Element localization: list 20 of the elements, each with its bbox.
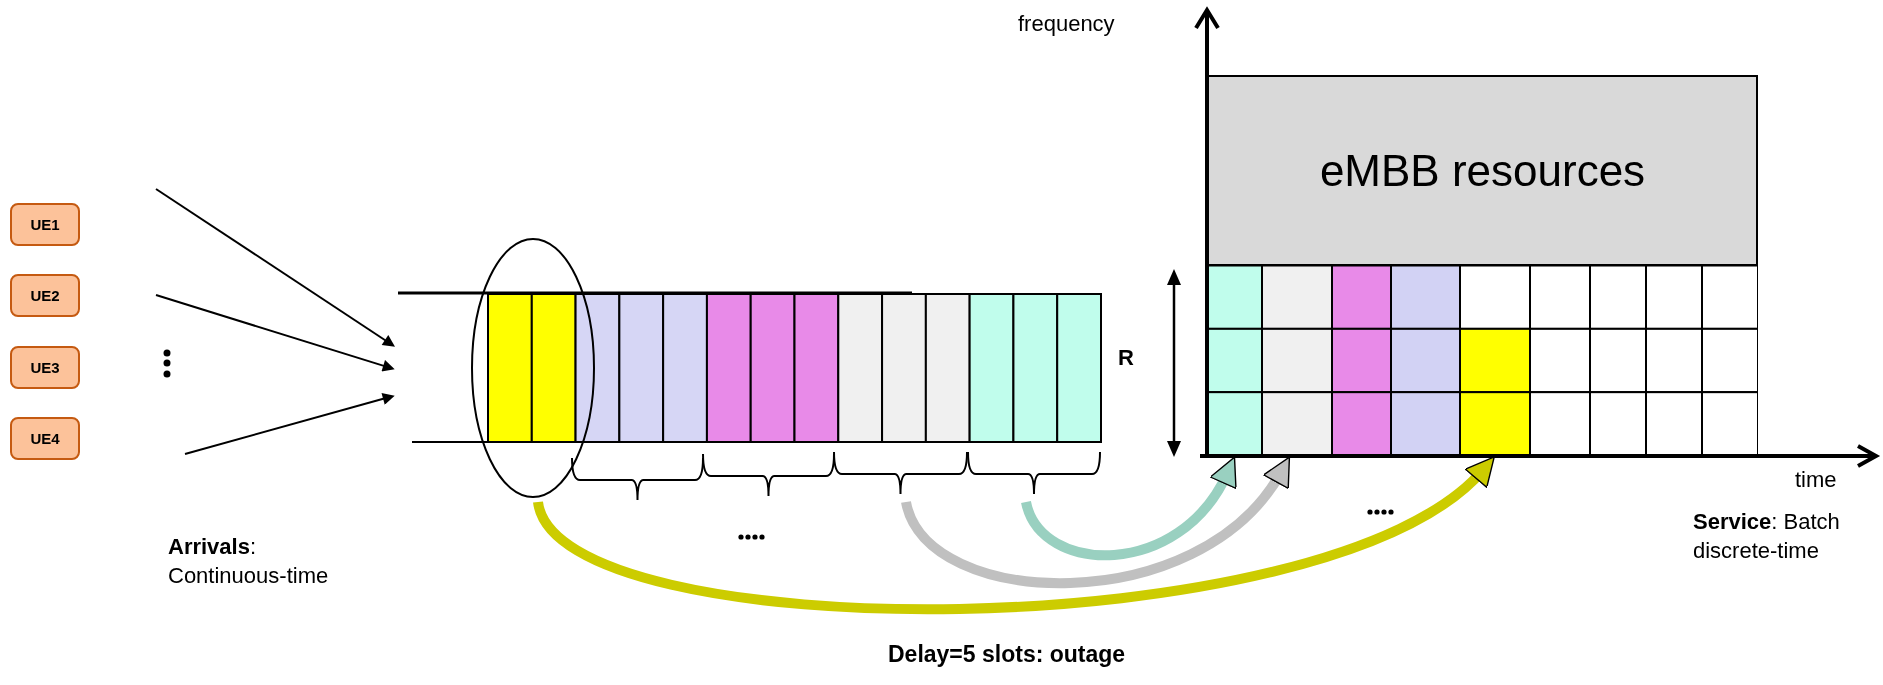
slot-queue-drawing: [397, 237, 1103, 502]
ue-box: UE4: [10, 417, 80, 460]
curved-arrow: [901, 457, 1292, 588]
axis-label: frequency: [1018, 10, 1115, 38]
curved-arrow: [533, 458, 1498, 614]
resource-label: eMBB resources: [1319, 145, 1646, 196]
axis-label: time: [1795, 466, 1837, 494]
curved-arrow: [1021, 457, 1237, 560]
arrow: [155, 188, 395, 347]
ue-box: UE2: [10, 274, 80, 317]
service-note: Service: Batch discrete-time: [1693, 508, 1841, 565]
arrow: [155, 294, 395, 372]
arrow: [184, 393, 395, 455]
ue-box: UE1: [10, 203, 80, 246]
arrivals-note: Arrivals: Continuous-time: [168, 533, 330, 590]
ue-box: UE3: [10, 346, 80, 389]
resource-grid: [1207, 265, 1758, 456]
delay-note: Delay=5 slots: outage: [888, 640, 1126, 669]
resource-block: [1207, 75, 1758, 266]
dimension-label: R: [1118, 344, 1134, 372]
